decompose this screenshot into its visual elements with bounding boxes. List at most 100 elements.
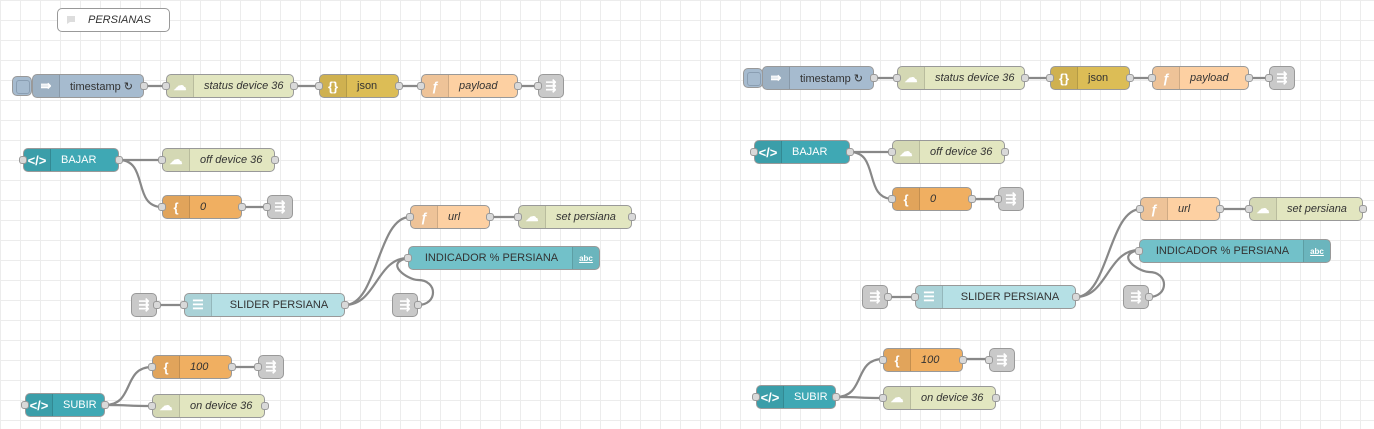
input-port[interactable]: [158, 203, 166, 211]
output-port[interactable]: [271, 156, 279, 164]
output-port[interactable]: [261, 402, 269, 410]
debug-node-loop[interactable]: ⇶: [392, 293, 422, 317]
debug-node[interactable]: ⇶: [1265, 66, 1295, 90]
debug-node[interactable]: ⇶: [994, 187, 1024, 211]
debug-node[interactable]: ⇶: [985, 348, 1015, 372]
input-port[interactable]: [750, 148, 758, 156]
function-node-payload[interactable]: ƒ payload: [417, 74, 522, 98]
input-port[interactable]: [888, 195, 896, 203]
mqtt-in-status-node[interactable]: ☁ status device 36: [162, 74, 298, 98]
inject-node-timestamp[interactable]: ⇛ timestamp ↻: [32, 74, 148, 98]
output-port[interactable]: [115, 156, 123, 164]
mqtt-out-on-node[interactable]: ☁ on device 36: [879, 386, 1000, 410]
input-port[interactable]: [1265, 74, 1273, 82]
ui-slider-persiana-node[interactable]: ☰ SLIDER PERSIANA: [911, 285, 1080, 309]
debug-node-loop[interactable]: ⇶: [1123, 285, 1153, 309]
ui-text-indicador-node[interactable]: INDICADOR % PERSIANA abc: [404, 246, 600, 270]
output-port[interactable]: [414, 301, 422, 309]
input-port[interactable]: [985, 356, 993, 364]
mqtt-out-on-node[interactable]: ☁ on device 36: [148, 394, 269, 418]
json-node[interactable]: {} json: [1046, 66, 1134, 90]
inject-trigger-button[interactable]: [743, 68, 763, 88]
input-port[interactable]: [1046, 74, 1054, 82]
output-port[interactable]: [1145, 293, 1153, 301]
input-port[interactable]: [406, 213, 414, 221]
input-port[interactable]: [254, 363, 262, 371]
input-port[interactable]: [158, 156, 166, 164]
input-port[interactable]: [888, 148, 896, 156]
input-port[interactable]: [1135, 247, 1143, 255]
debug-node[interactable]: ⇶: [263, 195, 293, 219]
output-port[interactable]: [486, 213, 494, 221]
input-port[interactable]: [148, 402, 156, 410]
input-port[interactable]: [752, 393, 760, 401]
input-port[interactable]: [162, 82, 170, 90]
output-port[interactable]: [846, 148, 854, 156]
link-in-node[interactable]: ⇶: [862, 285, 892, 309]
output-port[interactable]: [832, 393, 840, 401]
json-node[interactable]: {} json: [315, 74, 403, 98]
output-port[interactable]: [968, 195, 976, 203]
link-in-node[interactable]: ⇶: [131, 293, 161, 317]
output-port[interactable]: [1072, 293, 1080, 301]
function-node-url[interactable]: ƒ url: [406, 205, 494, 229]
debug-node[interactable]: ⇶: [534, 74, 564, 98]
input-port[interactable]: [1245, 205, 1253, 213]
ui-button-bajar[interactable]: </> BAJAR: [750, 140, 854, 164]
output-port[interactable]: [1216, 205, 1224, 213]
output-port[interactable]: [290, 82, 298, 90]
input-port[interactable]: [514, 213, 522, 221]
change-node-0[interactable]: { 0: [158, 195, 246, 219]
mqtt-out-set-persiana-node[interactable]: ☁ set persiana: [1245, 197, 1367, 221]
output-port[interactable]: [153, 301, 161, 309]
function-node-url[interactable]: ƒ url: [1136, 197, 1224, 221]
mqtt-in-status-node[interactable]: ☁ status device 36: [893, 66, 1029, 90]
output-port[interactable]: [514, 82, 522, 90]
ui-text-indicador-node[interactable]: INDICADOR % PERSIANA abc: [1135, 239, 1331, 263]
output-port[interactable]: [1021, 74, 1029, 82]
ui-button-subir[interactable]: </> SUBIR: [21, 393, 109, 417]
output-port[interactable]: [140, 82, 148, 90]
input-port[interactable]: [1136, 205, 1144, 213]
output-port[interactable]: [1001, 148, 1009, 156]
input-port[interactable]: [534, 82, 542, 90]
output-port[interactable]: [238, 203, 246, 211]
change-node-100[interactable]: { 100: [148, 355, 236, 379]
inject-node-timestamp[interactable]: ⇛ timestamp ↻: [762, 66, 878, 90]
input-port[interactable]: [180, 301, 188, 309]
output-port[interactable]: [1359, 205, 1367, 213]
input-port[interactable]: [263, 203, 271, 211]
mqtt-out-off-node[interactable]: ☁ off device 36: [888, 140, 1009, 164]
output-port[interactable]: [395, 82, 403, 90]
change-node-100[interactable]: { 100: [879, 348, 967, 372]
output-port[interactable]: [959, 356, 967, 364]
input-port[interactable]: [404, 254, 412, 262]
output-port[interactable]: [870, 74, 878, 82]
input-port[interactable]: [315, 82, 323, 90]
ui-slider-persiana-node[interactable]: ☰ SLIDER PERSIANA: [180, 293, 349, 317]
input-port[interactable]: [994, 195, 1002, 203]
mqtt-out-off-node[interactable]: ☁ off device 36: [158, 148, 279, 172]
input-port[interactable]: [879, 394, 887, 402]
output-port[interactable]: [341, 301, 349, 309]
inject-trigger-button[interactable]: [12, 76, 32, 96]
input-port[interactable]: [1148, 74, 1156, 82]
input-port[interactable]: [911, 293, 919, 301]
output-port[interactable]: [628, 213, 636, 221]
input-port[interactable]: [417, 82, 425, 90]
ui-button-bajar[interactable]: </> BAJAR: [19, 148, 123, 172]
comment-node[interactable]: PERSIANAS: [57, 8, 170, 32]
debug-node[interactable]: ⇶: [254, 355, 284, 379]
output-port[interactable]: [1245, 74, 1253, 82]
output-port[interactable]: [228, 363, 236, 371]
input-port[interactable]: [19, 156, 27, 164]
ui-button-subir[interactable]: </> SUBIR: [752, 385, 840, 409]
input-port[interactable]: [21, 401, 29, 409]
function-node-payload[interactable]: ƒ payload: [1148, 66, 1253, 90]
input-port[interactable]: [893, 74, 901, 82]
change-node-0[interactable]: { 0: [888, 187, 976, 211]
input-port[interactable]: [879, 356, 887, 364]
output-port[interactable]: [992, 394, 1000, 402]
output-port[interactable]: [884, 293, 892, 301]
mqtt-out-set-persiana-node[interactable]: ☁ set persiana: [514, 205, 636, 229]
